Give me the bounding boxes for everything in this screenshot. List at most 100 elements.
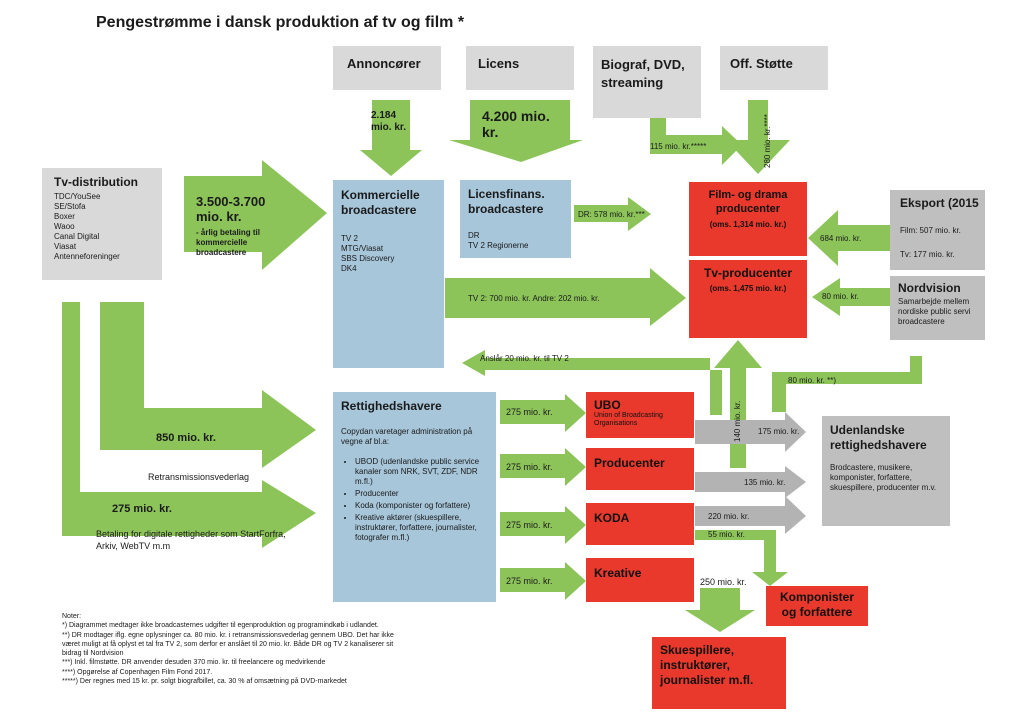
kommercielle-item: DK4: [341, 264, 357, 273]
arrow-175: [695, 412, 806, 452]
nordvision-title: Nordvision: [898, 281, 961, 295]
flow-220-label: 220 mio. kr.: [708, 512, 750, 521]
arrow-distribution: [184, 160, 327, 270]
udenlandske-text: Brodcastere, musikere, komponister, forf…: [830, 463, 937, 492]
arrow-annoncorer: [360, 100, 422, 176]
tv-distribution-item: Boxer: [54, 212, 75, 221]
retrans-label: Retransmissionsvederlag: [148, 472, 250, 482]
prod-amount: 275 mio. kr.: [506, 462, 553, 472]
arrow-220: [695, 496, 806, 534]
rettighedshavere-item: Kreative aktører (skuespillere, instrukt…: [355, 513, 488, 543]
tv-producenter-box: Tv-producenter (oms. 1,475 mio. kr.): [689, 260, 807, 338]
ubo-amount: 275 mio. kr.: [506, 407, 553, 417]
tv-producenter-title: Tv-producenter: [703, 266, 792, 280]
source-offstotte: Off. Støtte: [720, 46, 828, 90]
kommercielle-item: MTG/Viasat: [341, 244, 384, 253]
ubo-box: UBO Union of Broadcasting Organisations: [586, 392, 694, 438]
annonc-amount: 2.184 mio. kr.: [371, 110, 407, 133]
arrow-kreative: [500, 562, 586, 600]
producenter-box: Producenter: [586, 448, 694, 490]
eksport-title: Eksport (2015: [900, 196, 979, 210]
eksport-amount: 684 mio. kr.: [820, 234, 862, 243]
arrow-up-tv: [714, 340, 762, 468]
nordvision-80-label: 80 mio. kr. **): [788, 376, 837, 385]
tv-distribution-box: Tv-distribution TDC/YouSee SE/Stofa Boxe…: [42, 168, 162, 280]
arrow-nordvision: [812, 278, 890, 316]
ubo-title: UBO: [594, 398, 621, 412]
flow-55-label: 55 mio. kr.: [708, 530, 745, 539]
skuespillere-box: Skuespillere, instruktører, journalister…: [652, 637, 786, 709]
arrow-digital: [62, 302, 316, 548]
komponister-box: Komponister og forfattere: [766, 586, 868, 626]
kreative-box: Kreative: [586, 558, 694, 602]
dr-amount: DR: 578 mio. kr.***: [578, 210, 645, 219]
koda-box: KODA: [586, 503, 694, 545]
note-line: ***) Inkl. filmstøtte. DR anvender desud…: [62, 659, 326, 667]
licensfinans-title: Licensfinans. broadcastere: [468, 187, 545, 216]
arrow-biograf: [650, 118, 742, 165]
kommercielle-box: Kommercielle broadcastere TV 2 MTG/Viasa…: [333, 180, 444, 368]
rettighedshavere-title: Rettighedshavere: [341, 399, 442, 413]
film-drama-title: Film- og drama producenter: [708, 189, 788, 215]
licensfinans-item: DR: [468, 231, 480, 240]
distribution-note: - årlig betaling til kommercielle broadc…: [196, 228, 261, 257]
notes-heading: Noter:: [62, 613, 82, 620]
tv-distribution-item: Canal Digital: [54, 232, 100, 241]
arrow-nordvision-up: [772, 356, 922, 412]
eksport-film: Film: 507 mio. kr.: [900, 226, 961, 235]
kreative-amount: 275 mio. kr.: [506, 576, 553, 586]
note-line: *) Diagrammet medtager ikke broadcastern…: [62, 622, 379, 630]
rettighedshavere-item: Koda (komponister og forfattere): [355, 501, 488, 511]
flow-250-label: 250 mio. kr.: [700, 577, 747, 587]
note-line: **) DR modtager iflg. egne oplysninger c…: [62, 631, 394, 639]
tv-distribution-item: Antenneforeninger: [54, 252, 120, 261]
koda-amount: 275 mio. kr.: [506, 520, 553, 530]
nordvision-text: Samarbejde mellem nordiske public servi …: [898, 297, 971, 326]
arrow-55: [695, 530, 788, 586]
rettighedshavere-item: UBOD (udenlandske public service kanaler…: [355, 457, 488, 487]
kommercielle-item: SBS Discovery: [341, 254, 395, 263]
biograf-amount: 115 mio. kr.*****: [650, 142, 707, 151]
arrow-licens: [449, 100, 583, 162]
source-annoncorer: Annoncører: [333, 46, 441, 90]
stotte-amount: 280 mio. kr.****: [763, 114, 772, 168]
digital-amount: 275 mio. kr.: [112, 503, 172, 515]
tv-distribution-title: Tv-distribution: [54, 175, 138, 189]
tv2-amount: TV 2: 700 mio. kr. Andre: 202 mio. kr.: [468, 294, 600, 303]
licens-amount: 4.200 mio. kr.: [482, 108, 550, 140]
tv-producenter-sub: (oms. 1,475 mio. kr.): [709, 284, 787, 293]
page-title: Pengestrømme i dansk produktion af tv og…: [96, 14, 465, 31]
film-drama-box: Film- og drama producenter (oms. 1,314 m…: [689, 182, 807, 256]
arrow-prod: [500, 448, 586, 486]
tv-distribution-item: Waoo: [54, 222, 75, 231]
arrow-stotte: [726, 100, 790, 174]
note-line: været muligt at få oplyst et tal fra TV …: [62, 640, 394, 648]
arrow-135: [695, 466, 806, 498]
eksport-box: Eksport (2015 Film: 507 mio. kr. Tv: 177…: [890, 190, 985, 270]
nordvision-amount: 80 mio. kr.: [822, 292, 859, 301]
arrow-eksport: [808, 210, 890, 266]
flow-175-label: 175 mio. kr.: [758, 427, 800, 436]
note-line: bidrag til Nordvision: [62, 650, 124, 658]
film-drama-sub: (oms. 1,314 mio. kr.): [709, 220, 787, 229]
arrow-anslaar: [462, 350, 722, 415]
source-licens: Licens: [466, 46, 574, 90]
licensfinans-item: TV 2 Regionerne: [468, 241, 529, 250]
tv-distribution-item: TDC/YouSee: [54, 192, 101, 201]
udenlandske-box: Udenlandske rettighedshavere Brodcastere…: [822, 416, 950, 526]
arrow-tv2: [445, 268, 686, 326]
anslaar-label: Anslår 20 mio. kr. til TV 2: [480, 354, 569, 363]
udenlandske-title: Udenlandske rettighedshavere: [830, 423, 927, 452]
note-line: ****) Opgørelse af Copenhagen Film Fond …: [62, 668, 213, 676]
rettighedshavere-intro: Copydan varetager administration på vegn…: [341, 427, 473, 446]
tv-distribution-item: SE/Stofa: [54, 202, 86, 211]
flow-135-label: 135 mio. kr.: [744, 478, 786, 487]
arrow-dr: [574, 197, 651, 231]
tv-distribution-item: Viasat: [54, 242, 77, 251]
notes: Noter: *) Diagrammet medtager ikke broad…: [62, 612, 522, 686]
ubo-sub: Union of Broadcasting Organisations: [594, 412, 663, 427]
retrans-amount: 850 mio. kr.: [156, 432, 216, 444]
kommercielle-title: Kommercielle broadcastere: [341, 188, 420, 217]
arrow-ubo: [500, 394, 586, 432]
